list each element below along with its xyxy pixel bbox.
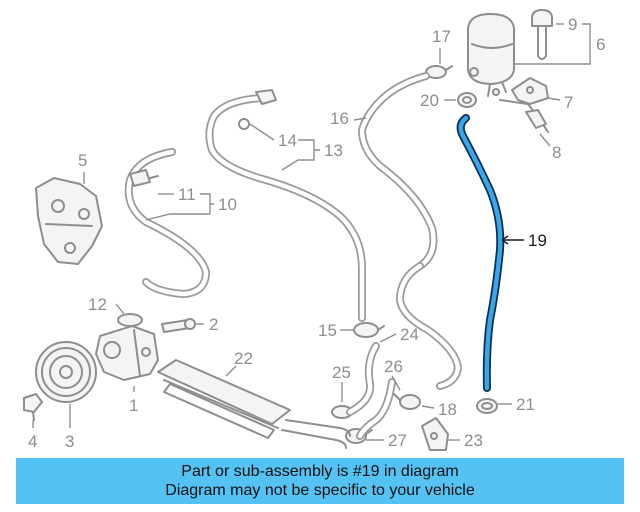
callout-23: 23 bbox=[448, 431, 483, 450]
line-fitting-14[interactable] bbox=[238, 89, 277, 130]
callout-12: 12 bbox=[88, 295, 125, 315]
banner-line-part: Part or sub-assembly is #19 in diagram bbox=[181, 463, 459, 480]
callout-15: 15 bbox=[318, 321, 354, 340]
svg-text:15: 15 bbox=[318, 321, 337, 340]
callout-22: 22 bbox=[225, 349, 253, 377]
svg-text:10: 10 bbox=[218, 195, 237, 214]
callout-8: 8 bbox=[539, 133, 561, 162]
callout-20: 20 bbox=[420, 91, 456, 110]
svg-text:21: 21 bbox=[516, 395, 535, 414]
callout-2: 2 bbox=[196, 315, 218, 334]
svg-text:14: 14 bbox=[278, 131, 297, 150]
svg-text:3: 3 bbox=[65, 432, 74, 451]
suction-hose-26[interactable] bbox=[346, 342, 396, 440]
seal-ring-12[interactable] bbox=[117, 313, 143, 327]
pump-pulley[interactable] bbox=[35, 341, 97, 403]
svg-text:26: 26 bbox=[384, 357, 403, 376]
info-banner: Part or sub-assembly is #19 in diagram D… bbox=[16, 458, 624, 504]
callout-21: 21 bbox=[498, 395, 535, 414]
svg-text:16: 16 bbox=[330, 109, 349, 128]
hose-clamp-20[interactable] bbox=[457, 92, 477, 108]
callout-1: 1 bbox=[129, 386, 138, 415]
hose-clamp-15[interactable] bbox=[353, 322, 385, 338]
callout-25: 25 bbox=[332, 363, 351, 402]
callout-6: 6 bbox=[514, 23, 605, 65]
svg-text:24: 24 bbox=[400, 325, 419, 344]
svg-text:12: 12 bbox=[88, 295, 107, 314]
power-steering-pump[interactable] bbox=[95, 325, 159, 381]
bracket-bolt[interactable] bbox=[499, 99, 549, 133]
callout-9: 9 bbox=[556, 15, 577, 34]
svg-text:17: 17 bbox=[432, 27, 451, 46]
callout-16: 16 bbox=[330, 109, 367, 128]
pulley-bolt-4[interactable] bbox=[23, 393, 43, 421]
svg-text:19: 19 bbox=[528, 231, 547, 250]
callout-18: 18 bbox=[421, 400, 457, 419]
svg-text:20: 20 bbox=[420, 91, 439, 110]
return-hose-19-highlighted[interactable] bbox=[456, 114, 505, 392]
callout-7: 7 bbox=[547, 93, 573, 112]
mounting-bolt-2[interactable] bbox=[161, 318, 196, 333]
svg-text:23: 23 bbox=[464, 431, 483, 450]
reservoir-bracket[interactable] bbox=[511, 77, 549, 105]
callout-5: 5 bbox=[78, 151, 87, 184]
reservoir[interactable] bbox=[467, 13, 515, 97]
callout-14: 14 bbox=[249, 123, 297, 150]
bracket-23[interactable] bbox=[421, 417, 449, 451]
svg-text:5: 5 bbox=[78, 151, 87, 170]
pump-bracket[interactable] bbox=[35, 177, 103, 265]
callout-4: 4 bbox=[28, 420, 37, 451]
svg-text:9: 9 bbox=[568, 15, 577, 34]
svg-text:13: 13 bbox=[324, 141, 343, 160]
callout-13: 13 bbox=[281, 139, 343, 171]
callout-10: 10 bbox=[145, 193, 237, 221]
callout-3: 3 bbox=[65, 404, 74, 451]
svg-text:27: 27 bbox=[388, 431, 407, 450]
hose-clamp-21[interactable] bbox=[476, 398, 498, 414]
callout-11: 11 bbox=[158, 185, 196, 204]
svg-text:1: 1 bbox=[129, 396, 138, 415]
line-fitting-11[interactable] bbox=[129, 169, 159, 187]
callout-27: 27 bbox=[366, 431, 407, 450]
pressure-line-13[interactable] bbox=[205, 94, 366, 322]
callout-26: 26 bbox=[384, 357, 403, 391]
svg-text:6: 6 bbox=[596, 35, 605, 54]
callout-19: 19 bbox=[501, 231, 547, 250]
line-24[interactable] bbox=[396, 262, 462, 390]
callout-17: 17 bbox=[432, 27, 451, 64]
oil-cooler[interactable] bbox=[157, 359, 351, 449]
svg-text:4: 4 bbox=[28, 432, 37, 451]
svg-text:2: 2 bbox=[209, 315, 218, 334]
banner-line-disclaimer: Diagram may not be specific to your vehi… bbox=[165, 482, 475, 499]
reservoir-cap[interactable] bbox=[531, 9, 553, 60]
return-hose-16[interactable] bbox=[358, 72, 438, 270]
svg-text:8: 8 bbox=[552, 143, 561, 162]
svg-text:22: 22 bbox=[234, 349, 253, 368]
callout-24: 24 bbox=[379, 325, 419, 344]
svg-text:11: 11 bbox=[178, 185, 196, 204]
hose-clamp-18[interactable] bbox=[393, 393, 421, 410]
svg-text:25: 25 bbox=[332, 363, 351, 382]
svg-text:7: 7 bbox=[564, 93, 573, 112]
svg-text:18: 18 bbox=[438, 400, 457, 419]
